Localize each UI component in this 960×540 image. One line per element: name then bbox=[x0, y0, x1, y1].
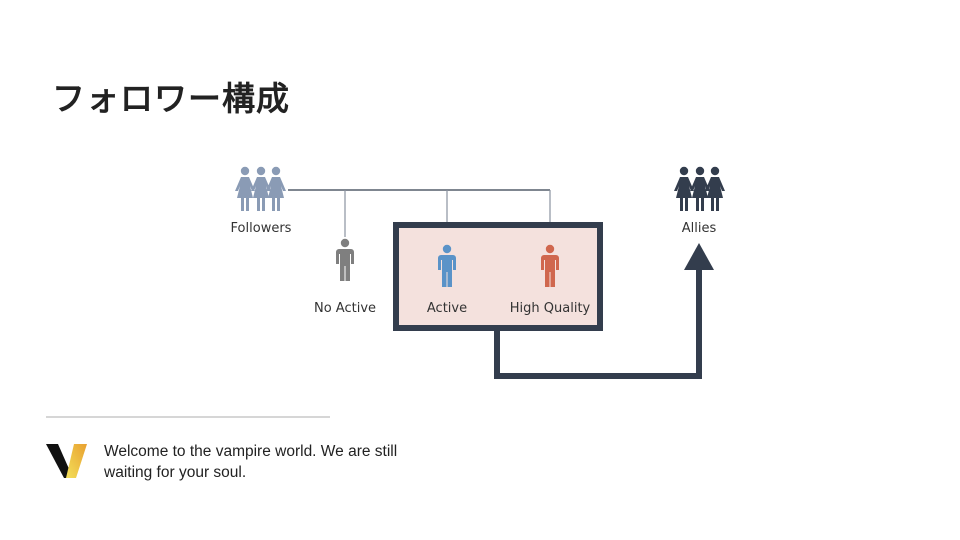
arrow-to-allies bbox=[494, 268, 702, 379]
no-active-label: No Active bbox=[313, 301, 377, 316]
connector-lines bbox=[288, 189, 551, 243]
followers-label: Followers bbox=[230, 221, 292, 236]
caption-line-2: waiting for your soul. bbox=[104, 464, 247, 481]
allies-label: Allies bbox=[681, 221, 717, 236]
engaged-box bbox=[393, 222, 603, 331]
arrow-head bbox=[684, 243, 714, 270]
active-label: Active bbox=[426, 301, 468, 316]
page-title: フォロワー構成 bbox=[52, 79, 290, 118]
followers-icon bbox=[235, 166, 286, 211]
allies-icon bbox=[674, 166, 725, 211]
caption-line-1: Welcome to the vampire world. We are sti… bbox=[104, 443, 398, 460]
footer-caption: Welcome to the vampire world. We are sti… bbox=[104, 441, 397, 483]
vampire-logo bbox=[46, 444, 87, 478]
high-quality-label: High Quality bbox=[509, 301, 591, 316]
no-active-person-icon bbox=[336, 238, 354, 281]
